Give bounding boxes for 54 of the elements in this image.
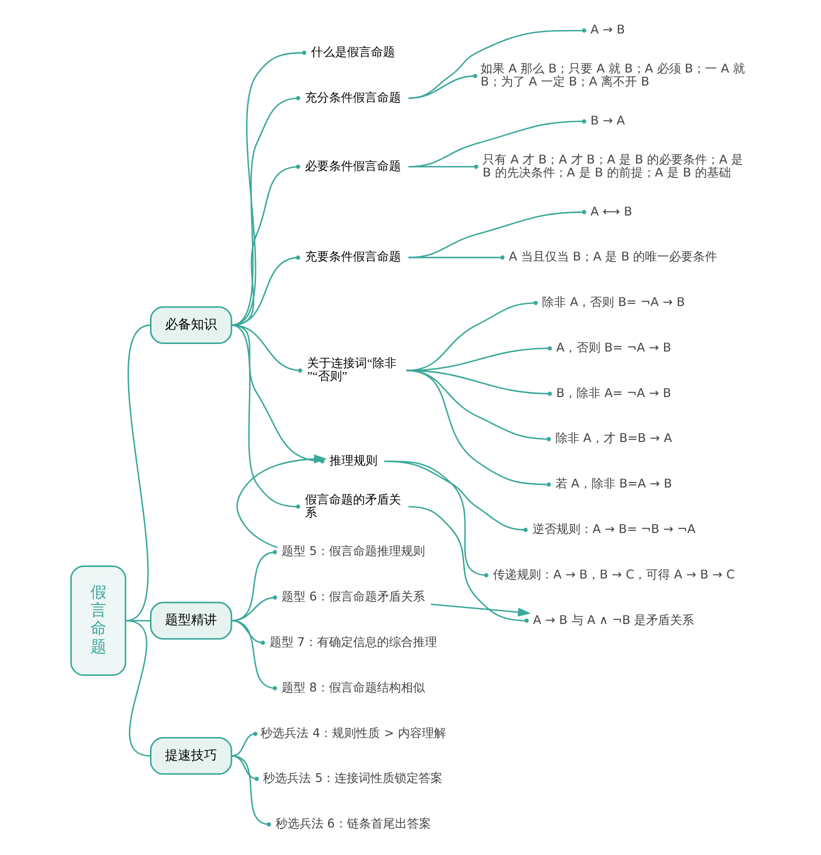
node-text: A → B <box>590 22 624 37</box>
node-text: 秒选兵法 6：链条首尾出答案 <box>274 816 430 831</box>
connector <box>384 460 488 578</box>
node-text: 充分条件假言命题 <box>304 90 401 104</box>
connector <box>406 300 538 372</box>
connector <box>230 50 306 326</box>
node-text: 如果 A 那么 B；只要 A 就 B；A 必须 B；一 A 就 B；为了 A 一定 B；A 离不开 B <box>480 62 745 89</box>
node-text: 关于连接词“除非”“否则” <box>306 356 396 384</box>
node-text: 题型 6：假言命题矛盾关系 <box>280 590 424 604</box>
connector <box>408 28 586 99</box>
node-text: 除非 A，才 B=B → A <box>554 431 672 446</box>
node-text: 只有 A 才 B；A 才 B；A 是 B 的必要条件；A 是 B 的先决条件；A 是 B 的前提；A 是 B 的基础 <box>482 152 743 180</box>
connector <box>230 755 270 826</box>
node-box: 提速技巧 <box>149 736 232 775</box>
connector <box>230 96 300 326</box>
arrow <box>236 454 326 548</box>
connector <box>406 346 552 372</box>
connector <box>230 732 257 757</box>
connector <box>408 164 478 169</box>
node-text: 秒选兵法 5：连接词性质锁定答案 <box>262 771 442 786</box>
connector <box>230 324 300 509</box>
node-text: 逆否规则：A → B= ¬B → ¬A <box>532 522 696 536</box>
node-text: A 当且仅当 B；A 是 B 的唯一必要条件 <box>508 250 717 264</box>
node-text: 秒选兵法 4：规则性质 > 内容理解 <box>260 726 446 740</box>
node-text: 传递规则：A → B，B → C，可得 A → B → C <box>492 567 734 582</box>
node-text: A，否则 B= ¬A → B <box>556 340 671 354</box>
node-text: 假言命题的矛盾关系 <box>304 492 401 520</box>
node-text: B，除非 A= ¬A → B <box>556 386 671 400</box>
node-text: 若 A，除非 B=A → B <box>554 476 672 491</box>
connector <box>124 324 151 622</box>
connector <box>230 755 258 782</box>
node-text: A → B 与 A ∧ ¬B 是矛盾关系 <box>532 612 694 627</box>
node-box: 题型精讲 <box>149 602 232 640</box>
node-box: 假言命题 <box>70 565 126 676</box>
node-text: 推理规则 <box>328 453 377 468</box>
node-text: 题型 7：有确定信息的综合推理 <box>268 635 436 650</box>
connector <box>408 506 528 623</box>
node-text: 题型 5：假言命题推理规则 <box>280 544 424 558</box>
node-text: 什么是假言命题 <box>310 44 395 59</box>
connector <box>406 370 550 487</box>
connector <box>230 620 277 690</box>
node-text: 除非 A，否则 B= ¬A → B <box>542 295 684 310</box>
connector <box>408 119 586 168</box>
node-text: A ⟷ B <box>590 204 632 218</box>
connector <box>124 620 150 757</box>
arrow <box>430 604 530 617</box>
connector <box>408 255 504 260</box>
node-box: 必备知识 <box>149 306 232 344</box>
node-text: 充要条件假言命题 <box>304 250 401 264</box>
node-text: B → A <box>590 113 624 128</box>
connector <box>408 210 586 258</box>
node-text: 题型 8：假言命题结构相似 <box>280 680 424 694</box>
node-text: 必要条件假言命题 <box>304 158 401 173</box>
connector <box>408 74 477 99</box>
